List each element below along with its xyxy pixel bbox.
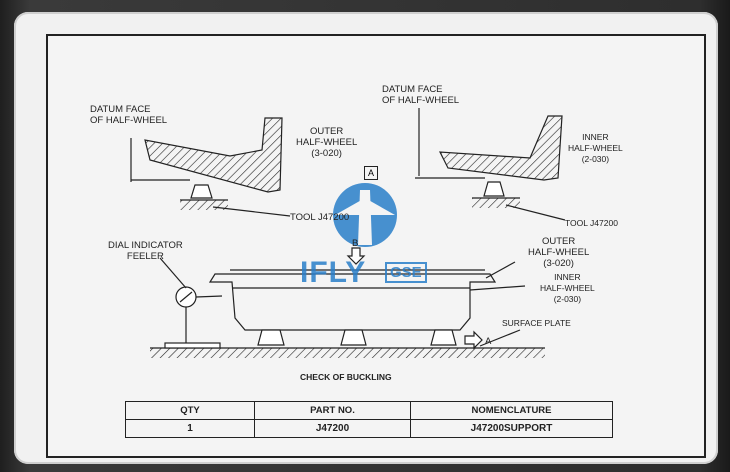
watermark-suffix: GSE (385, 262, 427, 283)
drawing-frame (46, 34, 706, 458)
header-part-no: PART NO. (254, 401, 411, 420)
surface-plate-label: SURFACE PLATE (502, 318, 571, 328)
cell-qty: 1 (125, 419, 255, 438)
parts-table-header: QTY PART NO. NOMENCLATURE (125, 401, 613, 420)
cell-part-no: J47200 (254, 419, 411, 438)
inner-half-wheel-section (415, 108, 566, 221)
diagram-caption: CHECK OF BUCKLING (300, 372, 392, 382)
view-a-marker: A (364, 166, 378, 180)
parts-table: QTY PART NO. NOMENCLATURE 1 J47200 J4720… (125, 401, 613, 438)
cell-nomenclature: J47200SUPPORT (410, 419, 613, 438)
watermark-logo-icon (333, 183, 397, 247)
header-qty: QTY (125, 401, 255, 420)
tool-right-label: TOOL J47200 (565, 218, 618, 228)
header-nomenclature: NOMENCLATURE (410, 401, 613, 420)
watermark-text: IFLY (300, 256, 367, 289)
inner-half-wheel-bottom-label: INNER HALF-WHEEL (2-030) (540, 272, 595, 304)
outer-half-wheel-bottom-label: OUTER HALF-WHEEL (3-020) (528, 236, 590, 269)
datum-face-right-label: DATUM FACE OF HALF-WHEEL (382, 84, 460, 106)
inner-half-wheel-top-label: INNER HALF-WHEEL (2-030) (568, 132, 623, 164)
arrow-a-label: A (485, 336, 492, 347)
table-row: 1 J47200 J47200SUPPORT (125, 419, 613, 438)
datum-face-left-label: DATUM FACE OF HALF-WHEEL (90, 104, 168, 126)
buckling-check-assembly (150, 247, 545, 358)
outer-half-wheel-top-label: OUTER HALF-WHEEL (3-020) (296, 126, 358, 159)
outer-half-wheel-section (130, 117, 291, 217)
tool-left-label: TOOL J47200 (290, 212, 350, 223)
dial-indicator-label: DIAL INDICATOR FEELER (108, 240, 183, 262)
view-b-marker: B (352, 238, 359, 249)
